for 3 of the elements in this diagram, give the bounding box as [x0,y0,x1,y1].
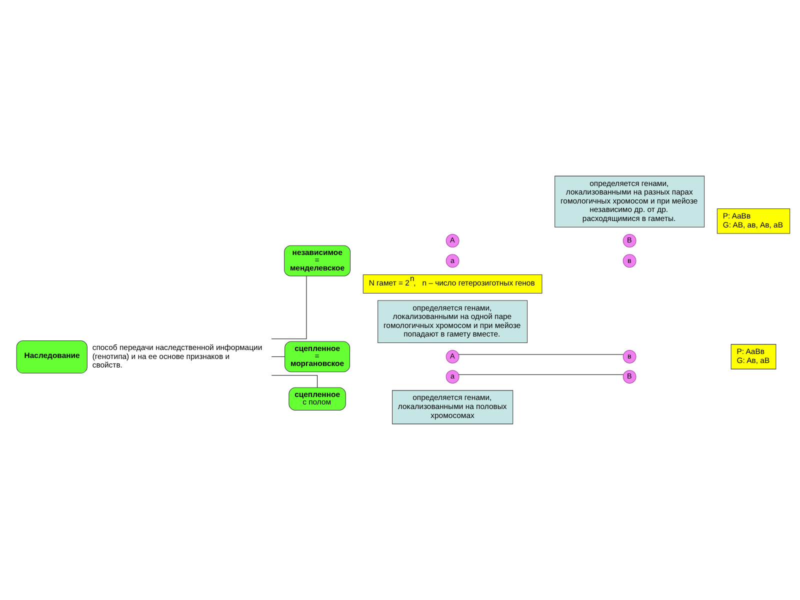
connector [271,356,285,357]
connector [458,374,624,375]
connector [271,276,307,340]
